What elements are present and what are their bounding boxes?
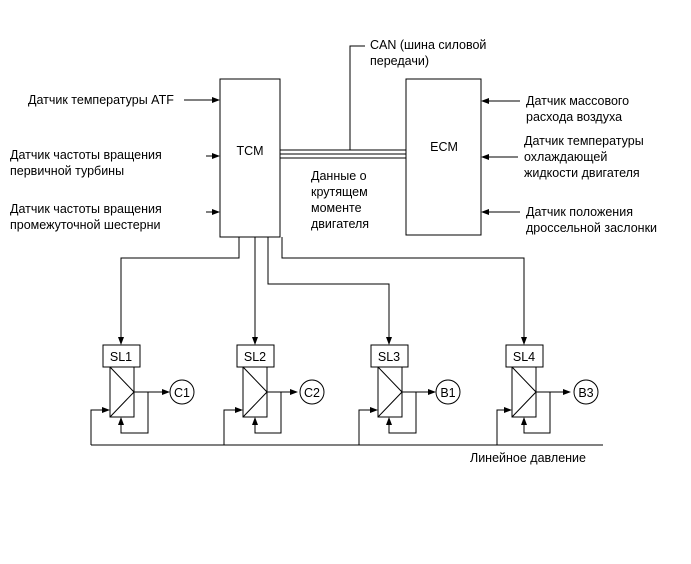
svg-text:Датчик частоты вращения: Датчик частоты вращения (10, 202, 162, 216)
right-sensor-coolant-temperature: Датчик температуры охлаждающей жидкости … (481, 134, 644, 180)
svg-text:SL4: SL4 (513, 350, 535, 364)
tcm-output-lines (118, 237, 527, 345)
svg-text:B3: B3 (578, 386, 593, 400)
right-sensor-mass-air-flow: Датчик массового расхода воздуха (481, 94, 629, 124)
svg-text:двигателя: двигателя (311, 217, 369, 231)
svg-text:Линейное давление: Линейное давление (470, 451, 586, 465)
left-sensor-turbine-speed: Датчик частоты вращения первичной турбин… (10, 148, 220, 178)
torque-data-label: Данные о крутящем моменте двигателя (311, 169, 369, 231)
svg-text:Датчик положения: Датчик положения (526, 205, 633, 219)
svg-text:жидкости двигателя: жидкости двигателя (524, 166, 640, 180)
solenoid-sl2: SL2 C2 (223, 344, 325, 445)
svg-text:Датчик температуры: Датчик температуры (524, 134, 644, 148)
svg-text:передачи): передачи) (370, 54, 429, 68)
solenoid-sl1: SL1 C1 (90, 344, 195, 445)
ecm-label: ECM (430, 140, 458, 154)
ecm-block (405, 78, 482, 236)
solenoid-sl3: SL3 B1 (358, 344, 461, 445)
left-sensor-atf-temperature: Датчик температуры ATF (28, 93, 220, 107)
svg-text:моменте: моменте (311, 201, 362, 215)
can-label: CAN (шина силовой передачи) (370, 38, 486, 68)
solenoid-sl4: SL4 B3 (496, 344, 599, 445)
svg-text:расхода воздуха: расхода воздуха (526, 110, 622, 124)
svg-text:SL3: SL3 (378, 350, 400, 364)
svg-text:промежуточной шестерни: промежуточной шестерни (10, 218, 161, 232)
svg-text:B1: B1 (440, 386, 455, 400)
svg-text:охлаждающей: охлаждающей (524, 150, 607, 164)
svg-text:SL1: SL1 (110, 350, 132, 364)
svg-text:крутящем: крутящем (311, 185, 368, 199)
svg-text:C1: C1 (174, 386, 190, 400)
svg-text:C2: C2 (304, 386, 320, 400)
svg-text:CAN (шина силовой: CAN (шина силовой (370, 38, 486, 52)
left-sensor-counter-gear-speed: Датчик частоты вращения промежуточной ше… (10, 202, 220, 232)
can-bus (280, 45, 406, 159)
tcm-label: TCM (236, 144, 263, 158)
svg-text:SL2: SL2 (244, 350, 266, 364)
svg-text:Датчик массового: Датчик массового (526, 94, 629, 108)
svg-text:дроссельной заслонки: дроссельной заслонки (526, 221, 657, 235)
svg-text:Датчик частоты вращения: Датчик частоты вращения (10, 148, 162, 162)
line-pressure: Линейное давление (91, 444, 603, 465)
svg-text:Датчик температуры ATF: Датчик температуры ATF (28, 93, 174, 107)
svg-text:Данные о: Данные о (311, 169, 367, 183)
tcm-block (219, 78, 281, 238)
right-sensor-throttle-position: Датчик положения дроссельной заслонки (481, 205, 657, 235)
svg-text:первичной турбины: первичной турбины (10, 164, 124, 178)
